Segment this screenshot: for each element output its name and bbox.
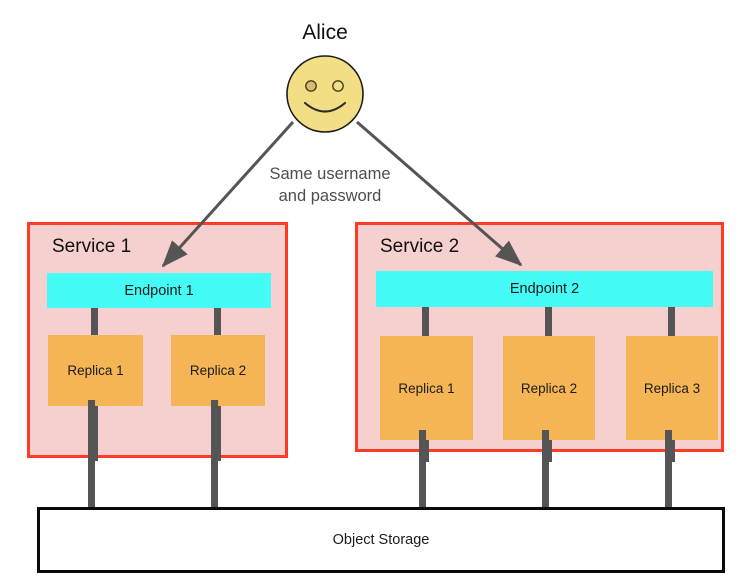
endpoint-link-s1-replica-2 <box>214 308 221 335</box>
endpoint-link-s2-replica-1 <box>422 307 429 336</box>
storage-link-s2-replica-2 <box>542 430 549 512</box>
replica-box-s1-2[interactable]: Replica 2 <box>171 335 265 406</box>
smiley-face-icon <box>283 55 367 133</box>
service-box-2[interactable]: Service 2 Endpoint 2 Replica 1 Replica 2… <box>355 222 724 462</box>
actor-label-alice: Alice <box>302 21 348 44</box>
trust-note-line-2: and password <box>278 187 382 205</box>
storage-link-s1-replica-2 <box>211 400 218 512</box>
storage-link-s2-replica-3 <box>665 430 672 512</box>
endpoint-1[interactable]: Endpoint 1 <box>47 273 271 308</box>
endpoint-link-s2-replica-3 <box>668 307 675 336</box>
endpoint-link-s2-replica-2 <box>545 307 552 336</box>
replica-box-s1-1[interactable]: Replica 1 <box>48 335 143 406</box>
replica-box-s2-3[interactable]: Replica 3 <box>626 336 718 440</box>
trust-note-line-1: Same username <box>269 165 391 183</box>
trust-note: Same username and password <box>225 163 435 207</box>
replica-box-s2-2[interactable]: Replica 2 <box>503 336 595 440</box>
endpoint-2[interactable]: Endpoint 2 <box>376 271 713 307</box>
service-box-1[interactable]: Service 1 Endpoint 1 Replica 1 Replica 2 <box>27 222 288 461</box>
storage-link-s1-replica-1 <box>88 400 95 512</box>
object-storage-box[interactable]: Object Storage <box>37 507 725 573</box>
storage-link-s2-replica-1 <box>419 430 426 512</box>
endpoint-link-s1-replica-1 <box>91 308 98 335</box>
service-title-2: Service 2 <box>380 236 460 257</box>
service-title-1: Service 1 <box>52 236 132 257</box>
replica-box-s2-1[interactable]: Replica 1 <box>380 336 473 440</box>
